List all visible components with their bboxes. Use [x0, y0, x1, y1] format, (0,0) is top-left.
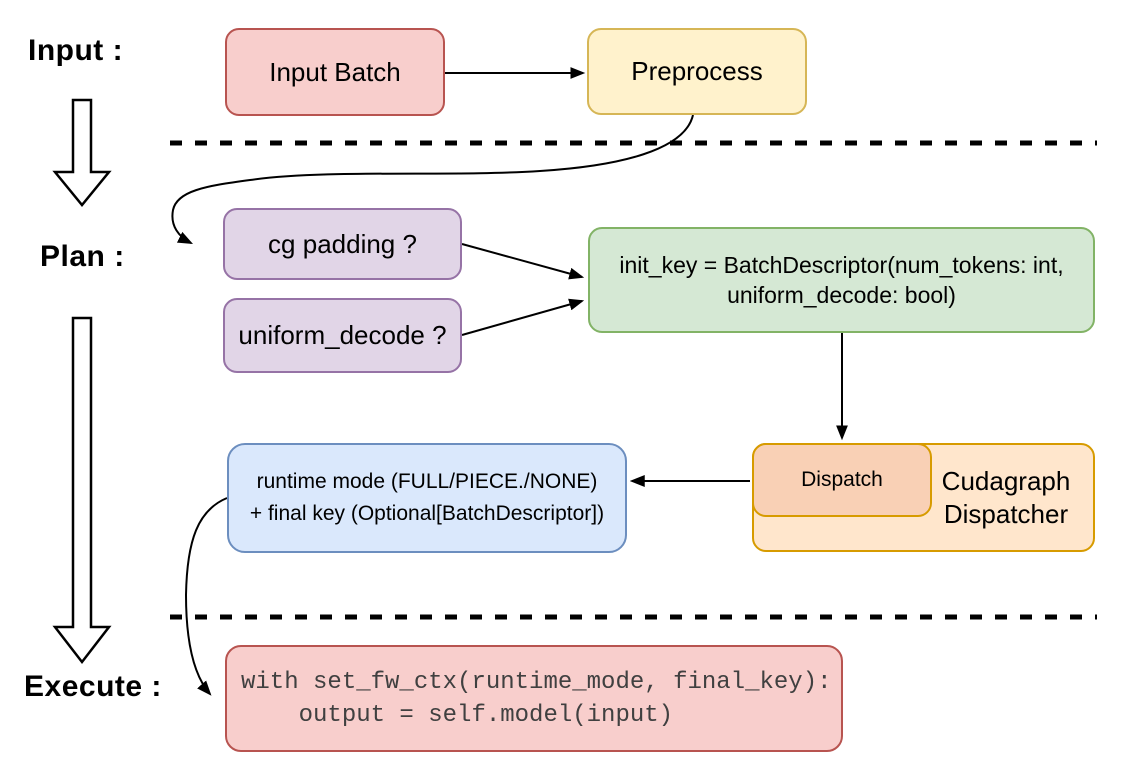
cg-padding-label: cg padding ? — [268, 228, 417, 259]
node-input-batch: Input Batch — [225, 28, 445, 116]
dispatch-label: Dispatch — [801, 467, 883, 491]
input-batch-label: Input Batch — [269, 56, 401, 87]
stage-label-execute: Execute : — [24, 670, 162, 703]
plan-to-execute-arrow — [52, 316, 112, 665]
execute-code-line1: with set_fw_ctx(runtime_mode, final_key)… — [241, 668, 832, 696]
node-cg-padding: cg padding ? — [223, 208, 462, 280]
cudagraph-dispatcher-line1: Cudagraph — [941, 465, 1071, 496]
init-key-line2: uniform_decode: bool) — [727, 282, 956, 308]
input-to-plan-arrow — [52, 98, 112, 207]
stage-label-input: Input : — [28, 34, 124, 67]
edge-runtimemode-execute — [184, 497, 228, 696]
node-execute-code: with set_fw_ctx(runtime_mode, final_key)… — [225, 645, 843, 752]
runtime-mode-line2: + final key (Optional[BatchDescriptor]) — [249, 502, 605, 525]
runtime-mode-line1: runtime mode (FULL/PIECE./NONE) — [256, 470, 598, 493]
node-init-key: init_key = BatchDescriptor(num_tokens: i… — [588, 227, 1095, 333]
node-preprocess: Preprocess — [587, 28, 807, 115]
init-key-line1: init_key = BatchDescriptor(num_tokens: i… — [619, 252, 1064, 278]
node-runtime-mode: runtime mode (FULL/PIECE./NONE) + final … — [227, 443, 627, 553]
uniform-decode-label: uniform_decode ? — [238, 320, 447, 351]
cudagraph-dispatcher-label: Cudagraph Dispatcher — [927, 445, 1085, 550]
execute-code-line2: output = self.model(input) — [241, 701, 674, 729]
edge-cgpadding-initkey — [461, 243, 585, 280]
node-dispatch: Dispatch — [752, 443, 932, 517]
stage-label-plan: Plan : — [40, 240, 125, 273]
cudagraph-dispatcher-line2: Dispatcher — [943, 498, 1069, 529]
edge-uniformdecode-initkey — [461, 298, 585, 336]
preprocess-label: Preprocess — [631, 56, 763, 87]
node-uniform-decode: uniform_decode ? — [223, 298, 462, 373]
